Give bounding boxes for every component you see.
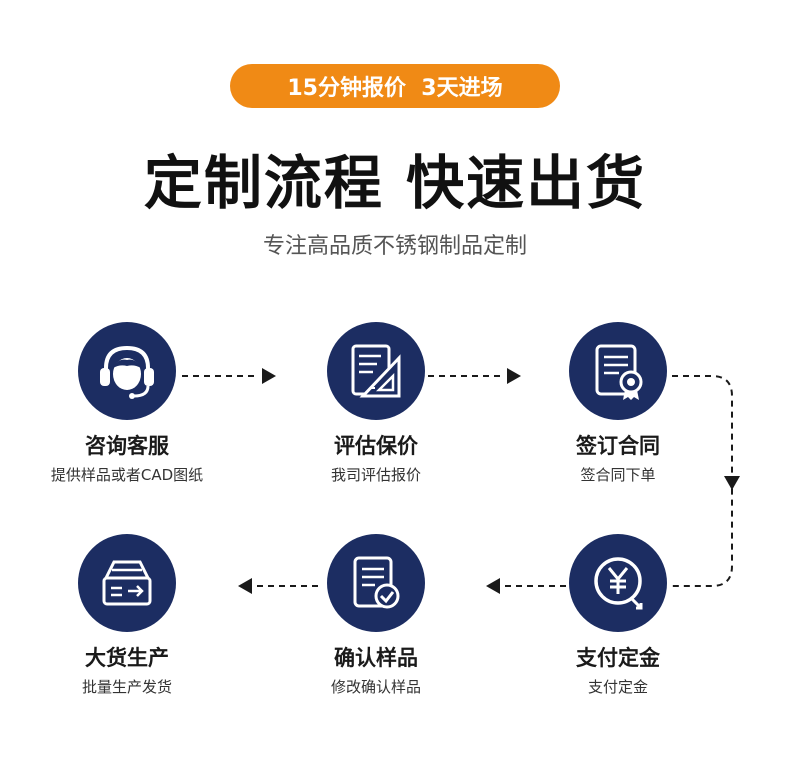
step-consult: 咨询客服 提供样品或者CAD图纸 — [27, 322, 227, 485]
ruler-triangle-icon — [351, 344, 401, 398]
step-icon-circle — [327, 322, 425, 420]
arrow-down-3 — [724, 476, 740, 490]
arrow-left-5 — [238, 578, 252, 594]
arrow-left-4 — [486, 578, 500, 594]
headset-icon — [100, 345, 154, 399]
step-title: 确认样品 — [334, 646, 418, 670]
step-title: 评估保价 — [334, 434, 418, 458]
step-desc: 我司评估报价 — [330, 466, 421, 484]
arrow-right-2 — [507, 368, 521, 384]
box-icon — [102, 560, 152, 606]
step-icon-circle — [569, 534, 667, 632]
step-icon-circle — [78, 322, 176, 420]
step-desc: 支付定金 — [587, 678, 648, 696]
step-icon-circle — [78, 534, 176, 632]
badge-pill: 15分钟报价 3天进场 — [230, 64, 560, 108]
step-icon-circle — [569, 322, 667, 420]
step-title: 大货生产 — [85, 646, 169, 670]
step-desc: 批量生产发货 — [81, 678, 172, 696]
arrow-right-1 — [262, 368, 276, 384]
step-sample: 确认样品 修改确认样品 — [276, 534, 476, 697]
step-title: 支付定金 — [576, 646, 660, 670]
step-icon-circle — [327, 534, 425, 632]
step-title: 咨询客服 — [85, 434, 169, 458]
step-desc: 签合同下单 — [580, 466, 656, 484]
step-desc: 修改确认样品 — [330, 678, 421, 696]
step-evaluate: 评估保价 我司评估报价 — [276, 322, 476, 485]
page-subtitle: 专注高品质不锈钢制品定制 — [262, 234, 527, 259]
page-title: 定制流程 快速出货 — [143, 149, 647, 217]
yuan-coin-icon — [594, 557, 643, 610]
step-contract: 签订合同 签合同下单 — [518, 322, 718, 485]
step-title: 签订合同 — [576, 434, 660, 458]
document-check-icon — [353, 556, 400, 609]
step-deposit: 支付定金 支付定金 — [518, 534, 718, 697]
step-desc: 提供样品或者CAD图纸 — [50, 466, 204, 484]
contract-icon — [595, 344, 643, 400]
step-production: 大货生产 批量生产发货 — [27, 534, 227, 697]
